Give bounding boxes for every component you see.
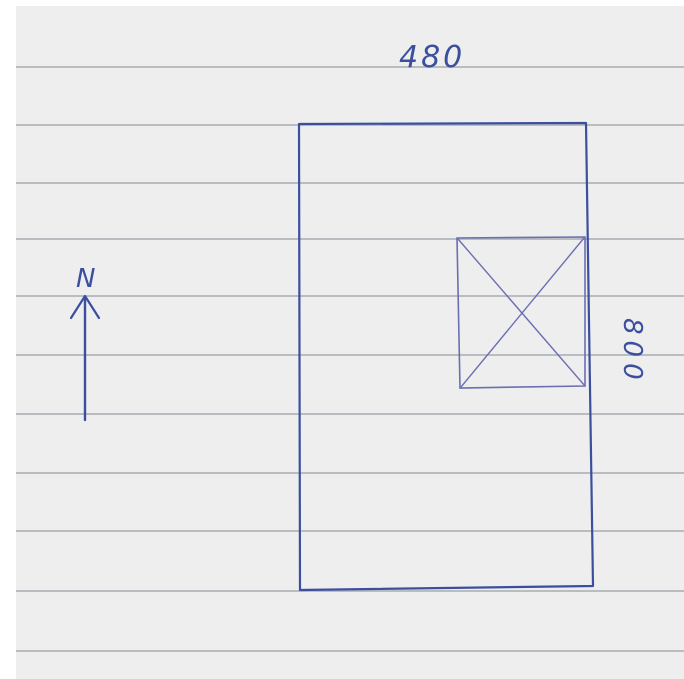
rule-line [16,66,684,68]
rule-line [16,413,684,415]
north-label: N [76,264,95,294]
rule-line [16,124,684,126]
width-dimension-label: 480 [399,40,465,75]
rule-line [16,295,684,297]
rule-line [16,590,684,592]
length-dimension-label: 800 [617,318,647,386]
cross-line [457,238,586,387]
rule-line [16,238,684,240]
cross-line [460,237,585,388]
rule-line [16,182,684,184]
rule-line [16,472,684,474]
north-arrow-head [69,294,101,320]
rule-line [16,650,684,652]
rule-line [16,530,684,532]
plot-outline [297,121,595,592]
lined-paper [16,6,684,679]
rule-line [16,354,684,356]
